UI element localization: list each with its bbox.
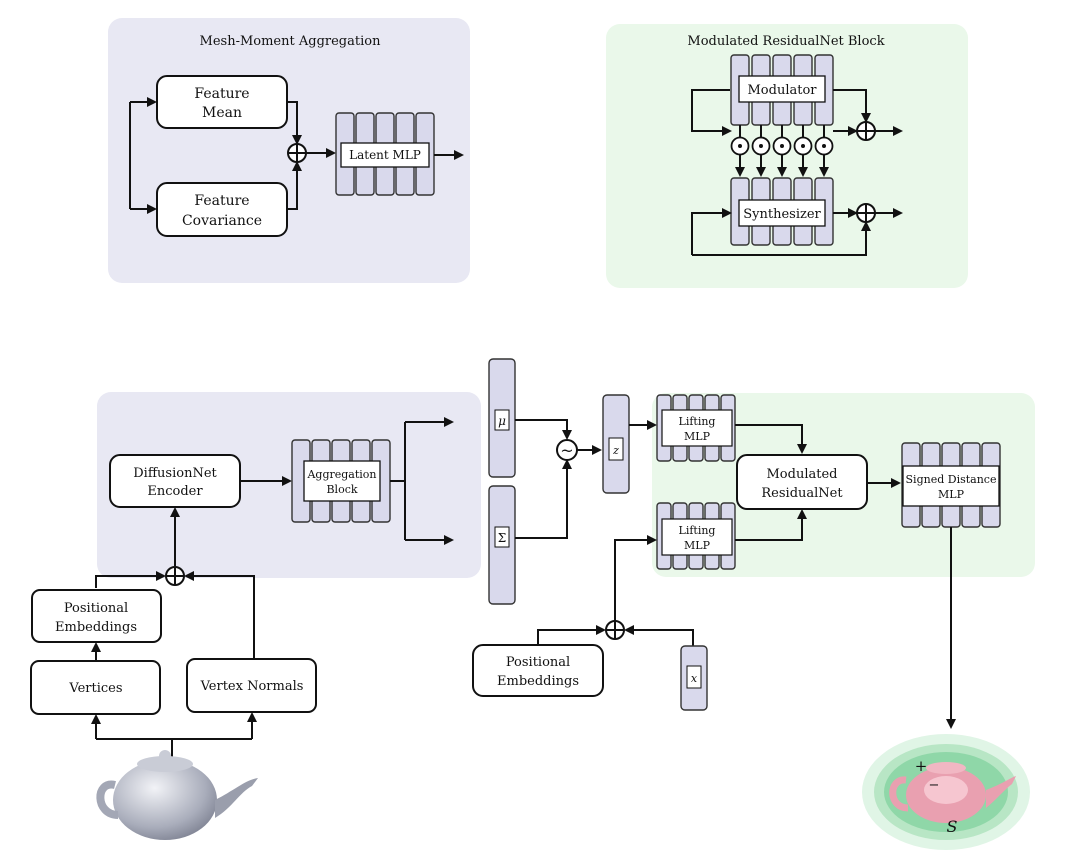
- enc-posemb-label-1: Positional: [64, 601, 128, 616]
- aggregation-block: [291, 439, 391, 523]
- lifting-bottom-to-resnet-arrow: [735, 509, 807, 541]
- mu-to-sample-arrow: [515, 419, 572, 440]
- synth-input-line: [691, 208, 732, 255]
- feature-covariance-label-1: Feature: [194, 193, 249, 209]
- z-label: z: [612, 444, 619, 457]
- hadamard-ops: [732, 125, 833, 175]
- sigma-to-sample-arrow: [515, 459, 572, 539]
- teapot-split-line: [96, 738, 252, 757]
- latent-mlp-label: Latent MLP: [349, 148, 421, 162]
- feature-covariance-label-2: Covariance: [182, 213, 262, 229]
- aggregation-label-2: Block: [326, 483, 357, 496]
- feature-mean-label-2: Mean: [202, 105, 242, 121]
- dec-posemb-label-1: Positional: [506, 655, 570, 670]
- synthesizer-plus-icon: [856, 203, 876, 223]
- modulated-resnet-label-1: Modulated: [767, 467, 838, 482]
- dec-posemb-label-2: Embeddings: [497, 674, 579, 689]
- signed-distance-label-2: MLP: [938, 488, 965, 501]
- mean-to-plus-arrow: [287, 101, 302, 145]
- mu-label: μ: [498, 414, 506, 428]
- diffusionnet-encoder-box: [109, 454, 241, 508]
- plus-to-lifting-bottom-arrow: [614, 535, 657, 621]
- lifting-mlp-bottom-block: [656, 502, 736, 570]
- posemb-to-plus-line: [95, 571, 166, 588]
- diffusionnet-label-1: DiffusionNet: [133, 466, 217, 481]
- aggregation-label-1: Aggregation: [306, 468, 376, 481]
- modulated-resnet-label-2: ResidualNet: [761, 486, 843, 501]
- enc-posemb-label-2: Embeddings: [55, 620, 137, 635]
- normals-to-plus-line: [184, 571, 255, 660]
- modulator-to-plus-line: [833, 89, 871, 123]
- modulator-label: Modulator: [747, 83, 817, 98]
- agg-split-line: [390, 422, 406, 540]
- dec-posemb-to-plus-line: [537, 625, 606, 645]
- x-to-plus-line: [624, 625, 694, 646]
- x-label: x: [691, 672, 698, 685]
- modulated-block-title: Modulated ResidualNet Block: [687, 34, 884, 49]
- feature-mean-label-1: Feature: [194, 86, 249, 102]
- sdf-plus-label: +: [915, 757, 928, 775]
- vertices-label: Vertices: [68, 681, 122, 696]
- modulator-block: [730, 54, 834, 126]
- decoder-plus-icon: [605, 620, 625, 640]
- lifting-top-to-resnet-arrow: [735, 424, 807, 454]
- modulator-plus-icon: [856, 121, 876, 141]
- mesh-moment-title: Mesh-Moment Aggregation: [200, 34, 382, 49]
- dec-positional-embeddings-box: [472, 644, 604, 697]
- sdf-minus-label: −: [929, 778, 940, 793]
- sampling-op-label: ~: [560, 441, 573, 460]
- synth-skip-line: [692, 221, 871, 256]
- lifting-top-label-1: Lifting: [679, 415, 716, 428]
- signed-distance-mlp-block: [901, 442, 1001, 528]
- teapot-sdf-icon: [862, 734, 1030, 850]
- latent-mlp-block: [335, 112, 435, 196]
- lifting-top-label-2: MLP: [684, 430, 711, 443]
- sdf-s-label: S: [947, 817, 958, 836]
- mm-plus-icon: [287, 143, 307, 163]
- lifting-mlp-top-block: [656, 394, 736, 462]
- cov-to-plus-arrow: [287, 161, 302, 210]
- teapot-icon: [96, 750, 258, 840]
- signed-distance-label-1: Signed Distance: [906, 473, 997, 486]
- lifting-bottom-label-2: MLP: [684, 539, 711, 552]
- modulator-input-line: [691, 89, 732, 136]
- lifting-bottom-label-1: Lifting: [679, 524, 716, 537]
- synthesizer-block: [730, 177, 834, 246]
- synthesizer-label: Synthesizer: [743, 207, 821, 222]
- sigma-label: Σ: [498, 531, 506, 545]
- vertex-normals-label: Vertex Normals: [200, 679, 304, 694]
- encoder-plus-icon: [165, 566, 185, 586]
- diffusionnet-label-2: Encoder: [147, 484, 203, 499]
